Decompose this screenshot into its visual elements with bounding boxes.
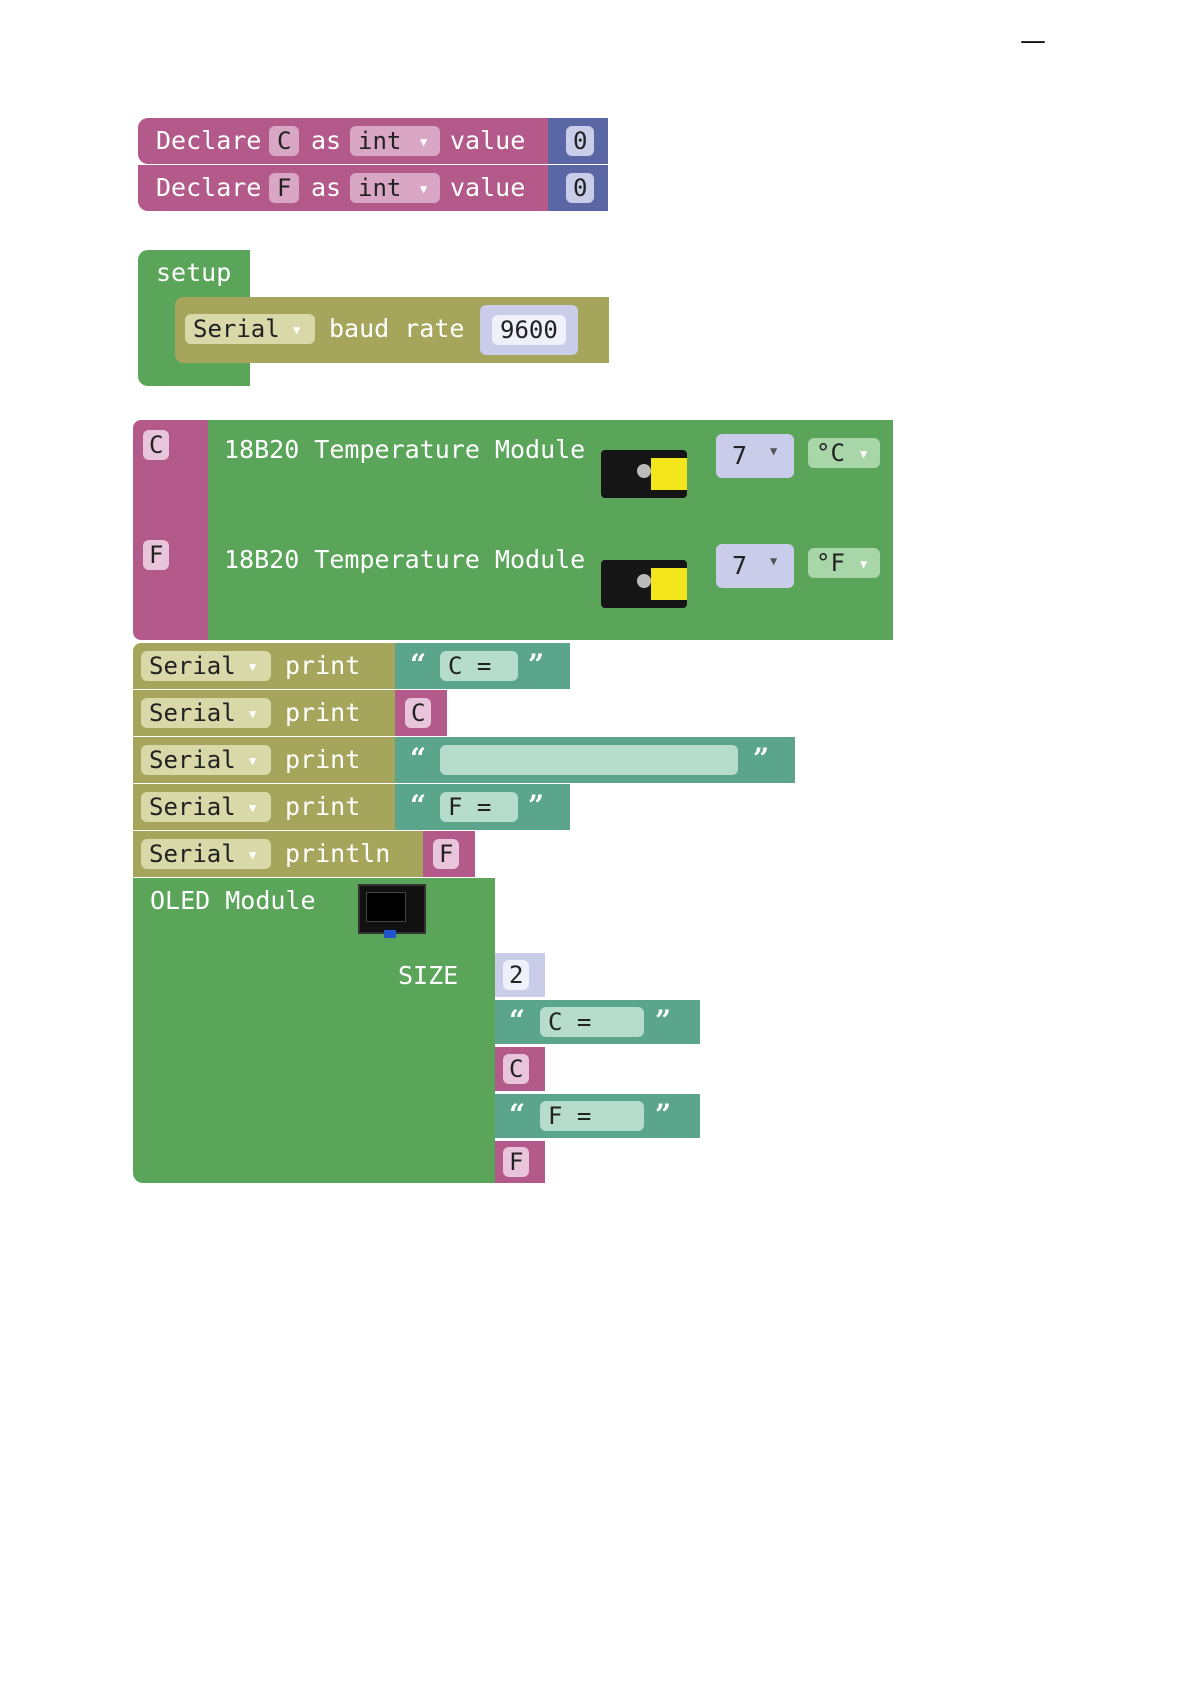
variable-block-f[interactable]: F [423, 831, 475, 877]
baud-value-socket: 9600 [480, 305, 578, 355]
baud-rate-label: baud rate [329, 314, 464, 344]
declare-block-f[interactable]: Declare F as int ▼ value [138, 165, 562, 211]
declare-block-c[interactable]: Declare C as int ▼ value [138, 118, 562, 164]
serial-port-dropdown[interactable]: Serial ▼ [141, 839, 271, 869]
dropdown-arrow-icon: ▼ [770, 554, 777, 568]
serial-port-dropdown[interactable]: Serial ▼ [185, 314, 315, 344]
ds18b20-sensor-icon [601, 450, 687, 498]
oled-size-input[interactable]: 2 [503, 960, 529, 990]
variable-field[interactable]: C [503, 1054, 529, 1084]
text-input[interactable]: C = [440, 651, 518, 681]
variable-block-f[interactable]: F [495, 1141, 545, 1183]
page-corner-mark: — [1020, 26, 1046, 56]
declare-value-label: value [450, 173, 525, 203]
text-block[interactable]: “ C = ” [495, 1000, 700, 1044]
oled-display-icon [358, 884, 426, 934]
temperature-module-label: 18B20 Temperature Module [224, 545, 585, 575]
ds18b20-sensor-icon [601, 560, 687, 608]
dropdown-arrow-icon: ▼ [420, 127, 427, 157]
assign-var-field[interactable]: C [143, 430, 169, 460]
dropdown-arrow-icon: ▼ [249, 652, 256, 682]
serial-print-block[interactable]: Serial ▼ print [133, 784, 395, 830]
serial-print-block[interactable]: Serial ▼ print [133, 690, 395, 736]
serial-print-block[interactable]: Serial ▼ print [133, 737, 395, 783]
print-label: print [285, 651, 360, 681]
close-quote-icon: ” [528, 791, 544, 821]
text-input[interactable] [440, 745, 738, 775]
close-quote-icon: ” [655, 1006, 671, 1036]
oled-module-label: OLED Module [150, 886, 316, 916]
open-quote-icon: “ [410, 650, 426, 680]
variable-field[interactable]: F [503, 1147, 529, 1177]
serial-port-dropdown[interactable]: Serial ▼ [141, 651, 271, 681]
println-label: println [285, 839, 390, 869]
serial-port-dropdown[interactable]: Serial ▼ [141, 698, 271, 728]
assign-c-block[interactable]: C [133, 420, 208, 530]
text-block[interactable]: “ F = ” [395, 784, 570, 830]
text-block[interactable]: “ F = ” [495, 1094, 700, 1138]
variable-block-c[interactable]: C [495, 1047, 545, 1091]
temperature-module-f-block[interactable]: 18B20 Temperature Module 7 ▼ °F ▼ [208, 530, 893, 640]
print-label: print [285, 745, 360, 775]
variable-field[interactable]: C [405, 698, 431, 728]
text-block[interactable]: “ ” [395, 737, 795, 783]
print-label: print [285, 698, 360, 728]
text-input[interactable]: F = [540, 1101, 644, 1131]
oled-size-socket: 2 [495, 953, 545, 997]
oled-module-block[interactable]: OLED Module SIZE [133, 878, 495, 1183]
close-quote-icon: ” [753, 744, 769, 774]
variable-field[interactable]: F [433, 839, 459, 869]
declare-value-input[interactable]: 0 [566, 173, 594, 203]
open-quote-icon: “ [410, 791, 426, 821]
dropdown-arrow-icon: ▼ [249, 699, 256, 729]
assign-var-field[interactable]: F [143, 540, 169, 570]
declare-as-label: as [311, 126, 341, 156]
serial-port-dropdown[interactable]: Serial ▼ [141, 745, 271, 775]
dropdown-arrow-icon: ▼ [293, 315, 300, 345]
dropdown-arrow-icon: ▼ [860, 549, 867, 579]
serial-println-block[interactable]: Serial ▼ println [133, 831, 423, 877]
variable-block-c[interactable]: C [395, 690, 447, 736]
close-quote-icon: ” [528, 650, 544, 680]
declare-value-socket-c: 0 [548, 118, 608, 164]
baud-rate-input[interactable]: 9600 [492, 315, 566, 345]
temperature-module-label: 18B20 Temperature Module [224, 435, 585, 465]
print-label: print [285, 792, 360, 822]
unit-dropdown[interactable]: °C ▼ [808, 438, 880, 468]
pin-dropdown[interactable]: 7 ▼ [716, 544, 794, 588]
setup-label: setup [156, 258, 231, 288]
serial-baud-block[interactable]: Serial ▼ baud rate 9600 [175, 297, 609, 363]
serial-print-block[interactable]: Serial ▼ print [133, 643, 395, 689]
unit-dropdown[interactable]: °F ▼ [808, 548, 880, 578]
declare-value-label: value [450, 126, 525, 156]
declare-var-field[interactable]: F [269, 173, 299, 203]
open-quote-icon: “ [509, 1006, 525, 1036]
declare-type-dropdown[interactable]: int ▼ [350, 126, 440, 156]
open-quote-icon: “ [509, 1100, 525, 1130]
declare-as-label: as [311, 173, 341, 203]
close-quote-icon: ” [655, 1100, 671, 1130]
dropdown-arrow-icon: ▼ [249, 746, 256, 776]
dropdown-arrow-icon: ▼ [249, 793, 256, 823]
open-quote-icon: “ [410, 744, 426, 774]
declare-value-socket-f: 0 [548, 165, 608, 211]
declare-keyword: Declare [156, 126, 261, 156]
declare-value-input[interactable]: 0 [566, 126, 594, 156]
declare-var-field[interactable]: C [269, 126, 299, 156]
text-input[interactable]: C = [540, 1007, 644, 1037]
text-block[interactable]: “ C = ” [395, 643, 570, 689]
dropdown-arrow-icon: ▼ [249, 840, 256, 870]
text-input[interactable]: F = [440, 792, 518, 822]
declare-keyword: Declare [156, 173, 261, 203]
temperature-module-c-block[interactable]: 18B20 Temperature Module 7 ▼ °C ▼ [208, 420, 893, 530]
dropdown-arrow-icon: ▼ [770, 444, 777, 458]
dropdown-arrow-icon: ▼ [420, 174, 427, 204]
declare-type-dropdown[interactable]: int ▼ [350, 173, 440, 203]
dropdown-arrow-icon: ▼ [860, 439, 867, 469]
assign-f-block[interactable]: F [133, 530, 208, 640]
oled-size-label: SIZE [398, 961, 458, 991]
serial-port-dropdown[interactable]: Serial ▼ [141, 792, 271, 822]
pin-dropdown[interactable]: 7 ▼ [716, 434, 794, 478]
